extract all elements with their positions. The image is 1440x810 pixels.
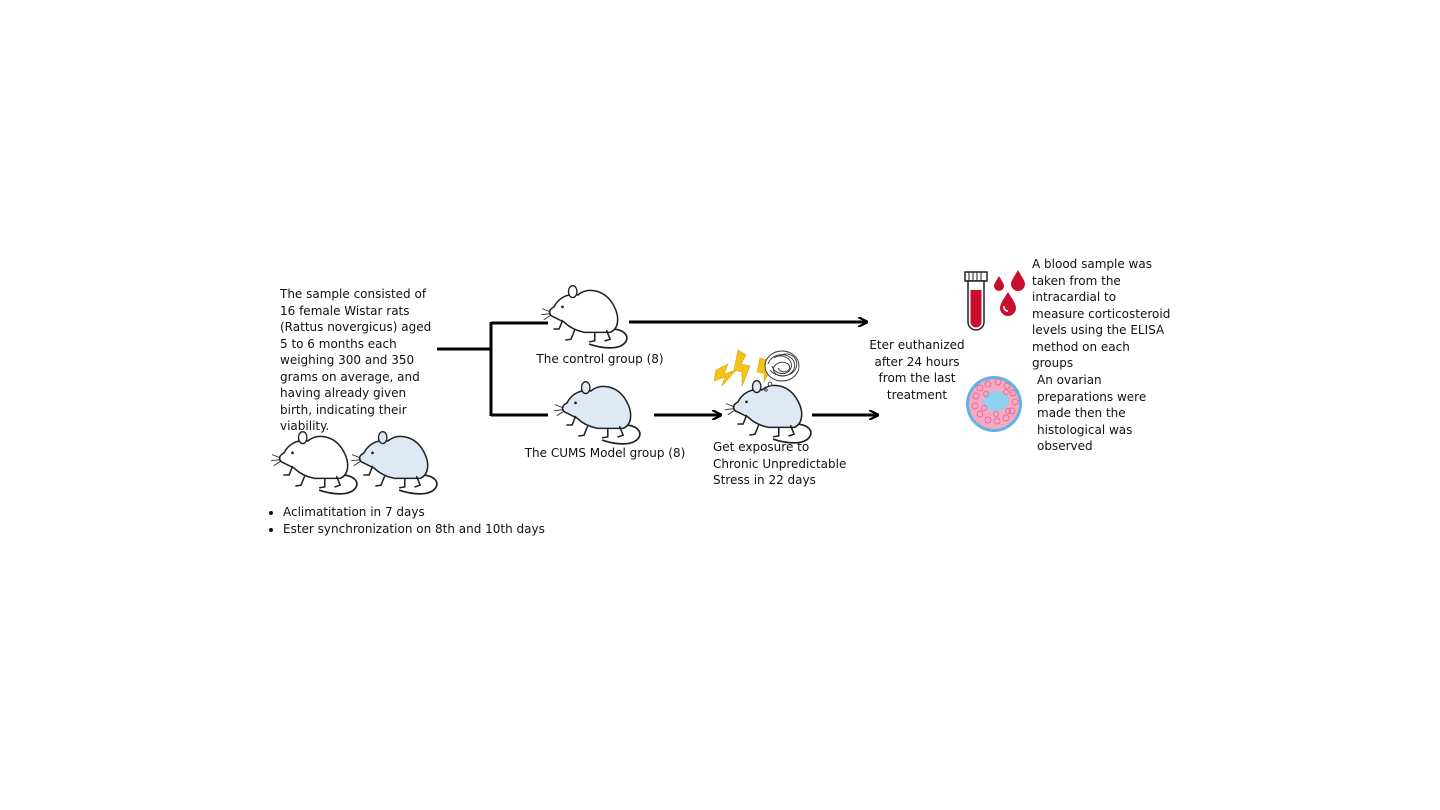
- bracket-lines: [437, 321, 548, 417]
- blood-sample-text: A blood sample was taken from the intrac…: [1032, 257, 1171, 370]
- stress-label: Get exposure to Chronic Unpredictable St…: [713, 440, 847, 487]
- bullet-list: Aclimatitation in 7 days Ester synchroni…: [268, 504, 583, 538]
- brain-icon: [764, 350, 800, 392]
- list-item: Ester synchronization on 8th and 10th da…: [283, 521, 583, 538]
- control-group-label: The control group (8): [536, 352, 664, 366]
- ovary-icon: [966, 376, 1022, 432]
- euthanasia-label: Eter euthanized after 24 hours from the …: [869, 338, 965, 402]
- intro-text: The sample consisted of 16 female Wistar…: [280, 287, 432, 433]
- blue-rat-icon: [724, 379, 812, 444]
- white-rat-icon: [270, 430, 358, 495]
- cums-group-label: The CUMS Model group (8): [524, 446, 686, 460]
- blue-rat-icon: [350, 430, 438, 495]
- list-item: Aclimatitation in 7 days: [283, 504, 583, 521]
- white-rat-icon: [540, 284, 628, 349]
- ovary-text: An ovarian preparations were made then t…: [1037, 373, 1147, 453]
- blood-drop-icon: [994, 270, 1025, 316]
- blood-drop-highlight: [1003, 305, 1009, 312]
- lightning-icon: [713, 349, 772, 387]
- blue-rat-icon: [553, 380, 641, 445]
- blood-tube-icon: [964, 271, 988, 331]
